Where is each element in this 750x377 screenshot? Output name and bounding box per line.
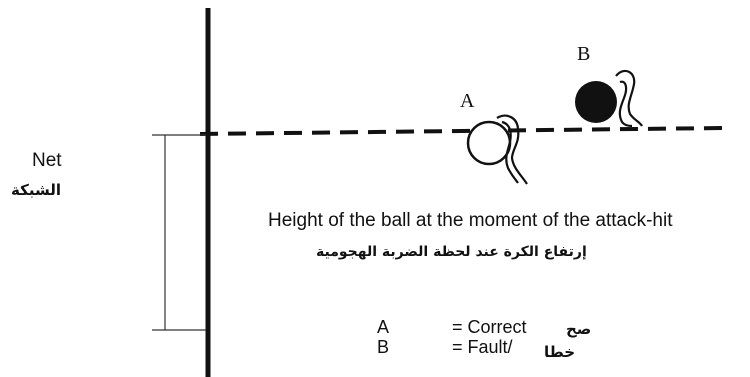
legend-letter-b: B: [377, 337, 390, 357]
ball-a-label: A: [460, 90, 475, 112]
caption-arabic: إرتفاع الكرة عند لحظة الضربة الهجومية: [316, 244, 587, 260]
legend-arabic-a: صح: [566, 320, 592, 338]
legend-text-a: = Correct: [452, 317, 527, 337]
net-label-arabic: الشبكة: [11, 181, 61, 199]
net-top-dashed-line: [199, 126, 723, 136]
legend-arabic-b: خطا: [544, 343, 576, 361]
ball-b-label: B: [577, 43, 591, 65]
legend-text-b: = Fault/: [452, 337, 513, 357]
ball-a-icon: [466, 114, 528, 185]
legend-letter-a: A: [377, 317, 390, 337]
net-height-bracket: [152, 134, 206, 331]
ball-b-icon: [575, 69, 643, 128]
net-label: Net: [32, 150, 62, 171]
caption: Height of the ball at the moment of the …: [268, 210, 673, 231]
